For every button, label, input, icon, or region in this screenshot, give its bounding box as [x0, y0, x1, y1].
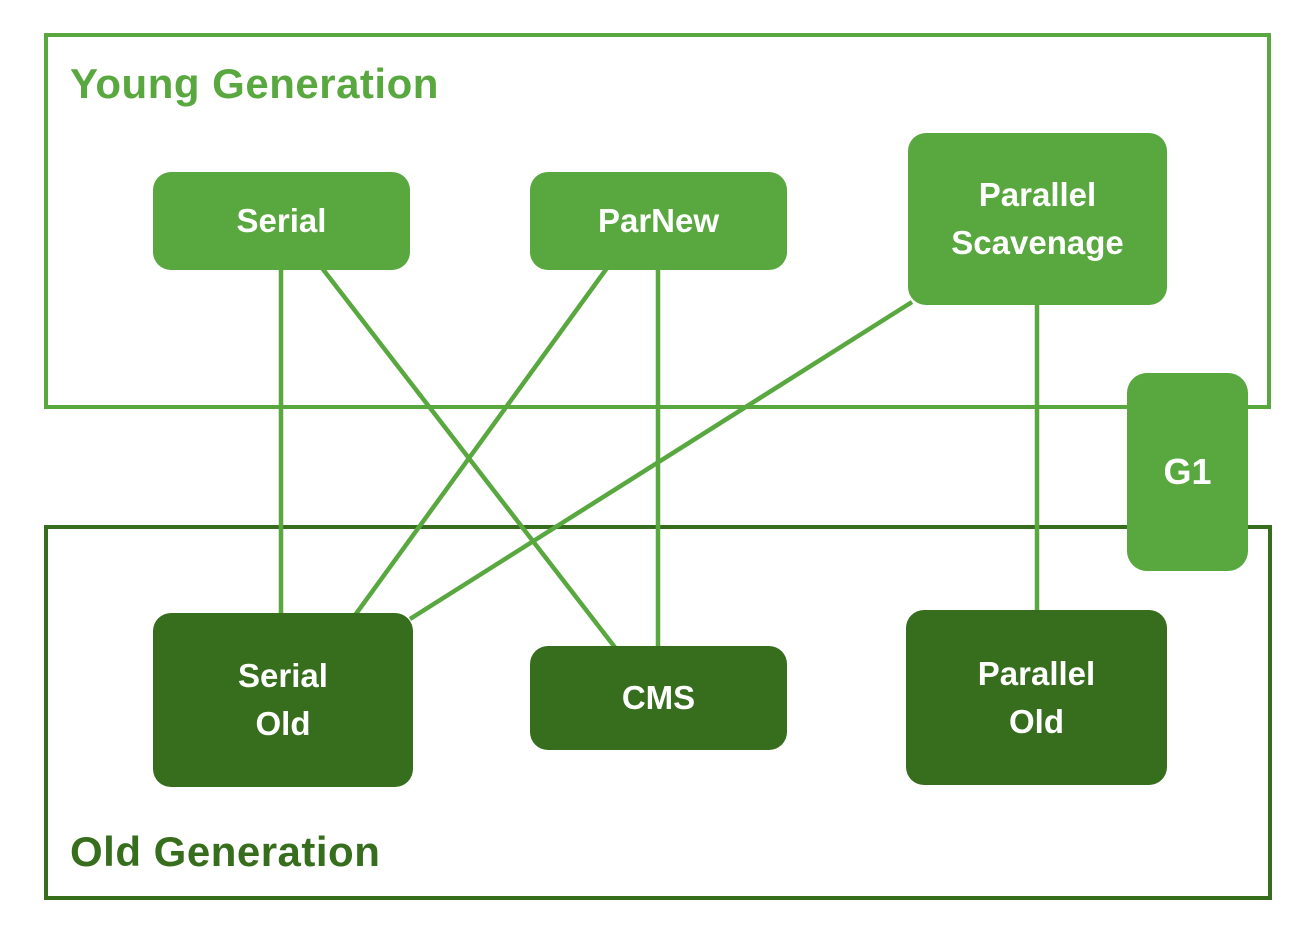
node-parallel-scavenge: Parallel Scavenage	[908, 133, 1167, 305]
node-serial: Serial	[153, 172, 410, 270]
node-cms-label: CMS	[621, 679, 696, 717]
node-g1-label: G1	[1163, 450, 1212, 492]
node-cms: CMS	[530, 646, 787, 750]
node-parallel-old: Parallel Old	[906, 610, 1167, 785]
edge-parnew-serial_old	[351, 266, 609, 620]
node-serial-label: Serial	[236, 202, 327, 240]
node-parnew-label: ParNew	[597, 202, 720, 240]
node-serial-old: Serial Old	[153, 613, 413, 787]
node-g1: G1	[1127, 373, 1248, 571]
young-generation-label: Young Generation	[70, 60, 439, 107]
old-generation-label: Old Generation	[70, 828, 381, 875]
node-serial-old-label: Serial Old	[238, 657, 328, 742]
node-parnew: ParNew	[530, 172, 787, 270]
node-parallel-old-label: Parallel Old	[977, 654, 1096, 740]
node-parallel-scavenge-label: Parallel Scavenage	[951, 176, 1124, 261]
edge-parallel_scavenge-serial_old	[408, 300, 914, 621]
